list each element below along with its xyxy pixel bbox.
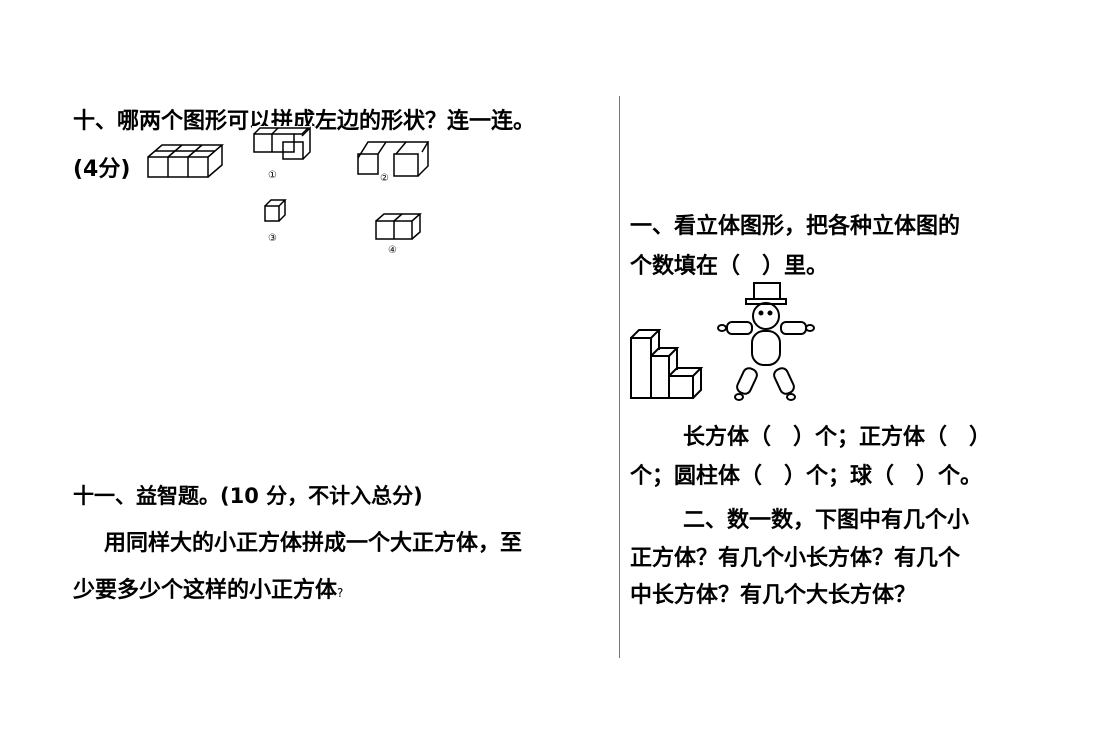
q11-mark: ?: [337, 586, 344, 600]
q1-line2: 个数填在（ ）里。: [630, 254, 829, 279]
shape-1-label: ①: [268, 170, 277, 181]
q11-title: 十一、益智题。(10 分，不计入总分): [73, 484, 423, 508]
target-shape-figure: [146, 143, 224, 179]
column-divider: [619, 96, 620, 658]
q1-fill-line2: 个；圆柱体（ ）个；球（ ）个。: [630, 464, 983, 489]
shape-3-label: ③: [268, 233, 277, 244]
shape-3-figure: [263, 199, 287, 223]
shape-2-figure: [356, 140, 432, 178]
q10-score: (4分): [73, 157, 131, 182]
q2-line1: 二、数一数，下图中有几个小: [683, 508, 970, 533]
shape-1-figure: [252, 126, 314, 162]
q2-line3: 中长方体？有几个大长方体？: [630, 583, 917, 608]
shape-2-label: ②: [380, 173, 389, 184]
q2-line2: 正方体？有几个小长方体？有几个: [630, 546, 961, 571]
q1-line1: 一、看立体图形，把各种立体图的: [630, 214, 961, 239]
robot-figure: [715, 280, 817, 404]
q11-line1: 用同样大的小正方体拼成一个大正方体，至: [104, 531, 523, 556]
stairs-figure: [629, 328, 703, 400]
shape-4-figure: [374, 213, 424, 241]
q11-line2: 少要多少个这样的小正方体: [73, 578, 338, 603]
q1-fill-line1: 长方体（ ）个；正方体（ ）: [683, 425, 992, 450]
shape-4-label: ④: [388, 245, 397, 256]
q10-title: 十、哪两个图形可以拼成左边的形状？连一连。: [73, 109, 536, 134]
